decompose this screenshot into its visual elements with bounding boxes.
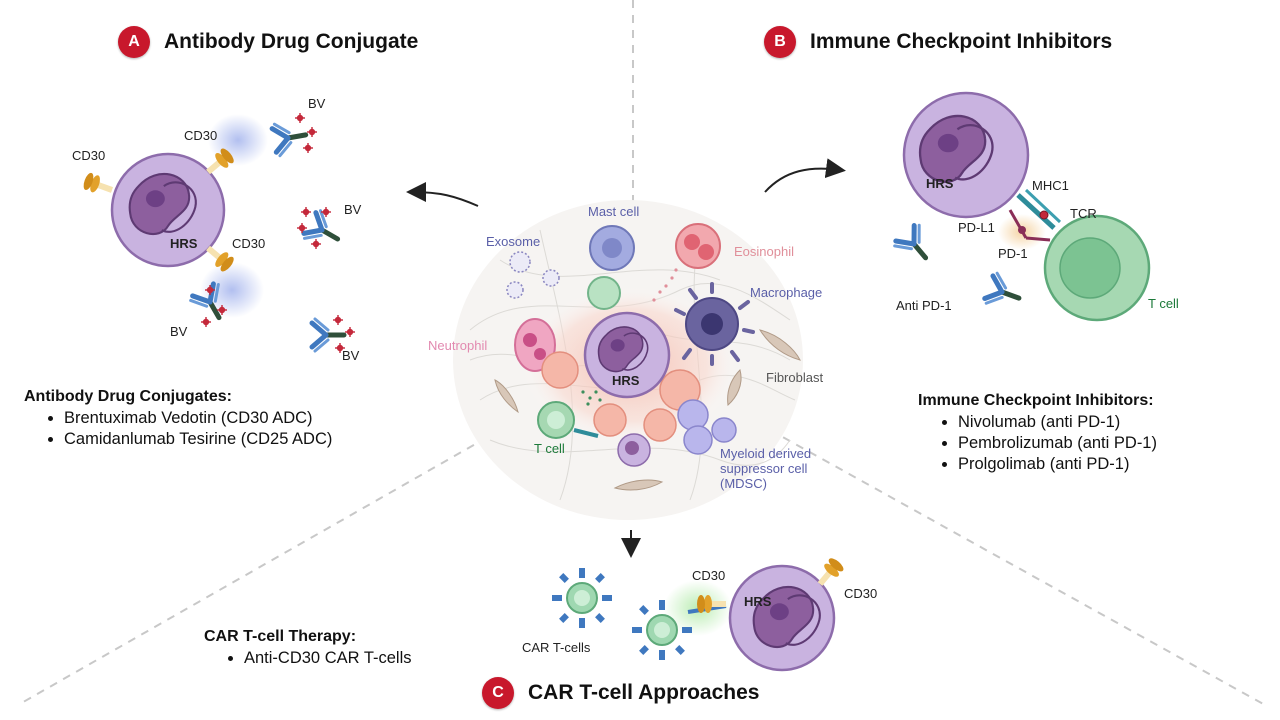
- anti-pd1-antibody: [983, 272, 1024, 313]
- label-hrs: HRS: [612, 373, 640, 388]
- ici-list-item: Nivolumab (anti PD-1): [958, 412, 1157, 433]
- label-macrophage: Macrophage: [750, 285, 823, 300]
- label-hrs: HRS: [170, 236, 198, 251]
- panel-b-illustration: [893, 91, 1151, 322]
- label-anti-pd1: Anti PD-1: [896, 298, 952, 313]
- car-list-heading: CAR T-cell Therapy:: [204, 628, 357, 645]
- section-c-title: C CAR T-cell Approaches: [482, 677, 759, 709]
- title-c: CAR T-cell Approaches: [528, 681, 760, 704]
- macrophage: [674, 282, 755, 366]
- label-tcell: T cell: [1148, 296, 1179, 311]
- label-mdsc: Myeloid derived: [720, 446, 812, 461]
- adc-list: Antibody Drug Conjugates: Brentuximab Ve…: [24, 388, 332, 450]
- bv-antibody: [302, 209, 346, 253]
- car-list: CAR T-cell Therapy: Anti-CD30 CAR T-cell…: [204, 628, 412, 669]
- label-tcr: TCR: [1070, 206, 1097, 221]
- ici-list-item: Prolgolimab (anti PD-1): [958, 454, 1157, 475]
- label-eosinophil: Eosinophil: [734, 244, 794, 259]
- car-tcell: [552, 568, 612, 628]
- bv-antibody: [271, 119, 308, 156]
- label-cd30: CD30: [844, 586, 878, 601]
- mdsc: [677, 399, 709, 431]
- label-cd30: CD30: [72, 148, 106, 163]
- label-mast-cell: Mast cell: [588, 204, 640, 219]
- car-list-item: Anti-CD30 CAR T-cells: [244, 648, 412, 669]
- tumor-microenvironment: [453, 200, 803, 520]
- exosome: [509, 251, 531, 273]
- ici-list: Immune Checkpoint Inhibitors: Nivolumab …: [918, 392, 1157, 475]
- label-mhc1: MHC1: [1032, 178, 1069, 193]
- label-mdsc: (MDSC): [720, 476, 767, 491]
- divider-right: [769, 429, 1266, 706]
- divider-left: [17, 429, 501, 706]
- panel-a-illustration: [81, 112, 356, 354]
- anti-pd1-antibody: [893, 223, 938, 268]
- label-bv: BV: [344, 202, 362, 217]
- section-a-title: A Antibody Drug Conjugate: [118, 26, 418, 58]
- label-cd30: CD30: [232, 236, 266, 251]
- label-pdl1: PD-L1: [958, 220, 995, 235]
- label-fibroblast: Fibroblast: [766, 370, 824, 385]
- label-cd30: CD30: [184, 128, 218, 143]
- adc-list-item: Camidanlumab Tesirine (CD25 ADC): [64, 429, 332, 450]
- ici-list-item: Pembrolizumab (anti PD-1): [958, 433, 1157, 454]
- label-mdsc: suppressor cell: [720, 461, 808, 476]
- label-neutrophil: Neutrophil: [428, 338, 488, 353]
- ici-list-heading: Immune Checkpoint Inhibitors:: [918, 392, 1154, 409]
- label-hrs: HRS: [744, 594, 772, 609]
- label-exosome: Exosome: [486, 234, 541, 249]
- car-tcell: [632, 600, 692, 660]
- label-pd1: PD-1: [998, 246, 1028, 261]
- arrow-to-b: [764, 158, 846, 193]
- badge-b: B: [764, 26, 796, 58]
- label-bv: BV: [342, 348, 360, 363]
- label-car-tcells: CAR T-cells: [522, 640, 591, 655]
- badge-a: A: [118, 26, 150, 58]
- title-b: Immune Checkpoint Inhibitors: [810, 30, 1113, 53]
- label-tcell: T cell: [534, 441, 565, 456]
- adc-list-heading: Antibody Drug Conjugates:: [24, 388, 232, 405]
- label-bv: BV: [308, 96, 326, 111]
- label-cd30: CD30: [692, 568, 726, 583]
- section-b-title: B Immune Checkpoint Inhibitors: [764, 26, 1112, 58]
- neutrophil: [514, 318, 556, 372]
- badge-c: C: [482, 677, 514, 709]
- arrow-to-a: [406, 182, 479, 207]
- label-hrs: HRS: [926, 176, 954, 191]
- adc-list-item: Brentuximab Vedotin (CD30 ADC): [64, 408, 332, 429]
- panel-c-illustration: [552, 555, 846, 672]
- label-bv: BV: [170, 324, 188, 339]
- title-a: Antibody Drug Conjugate: [164, 30, 419, 53]
